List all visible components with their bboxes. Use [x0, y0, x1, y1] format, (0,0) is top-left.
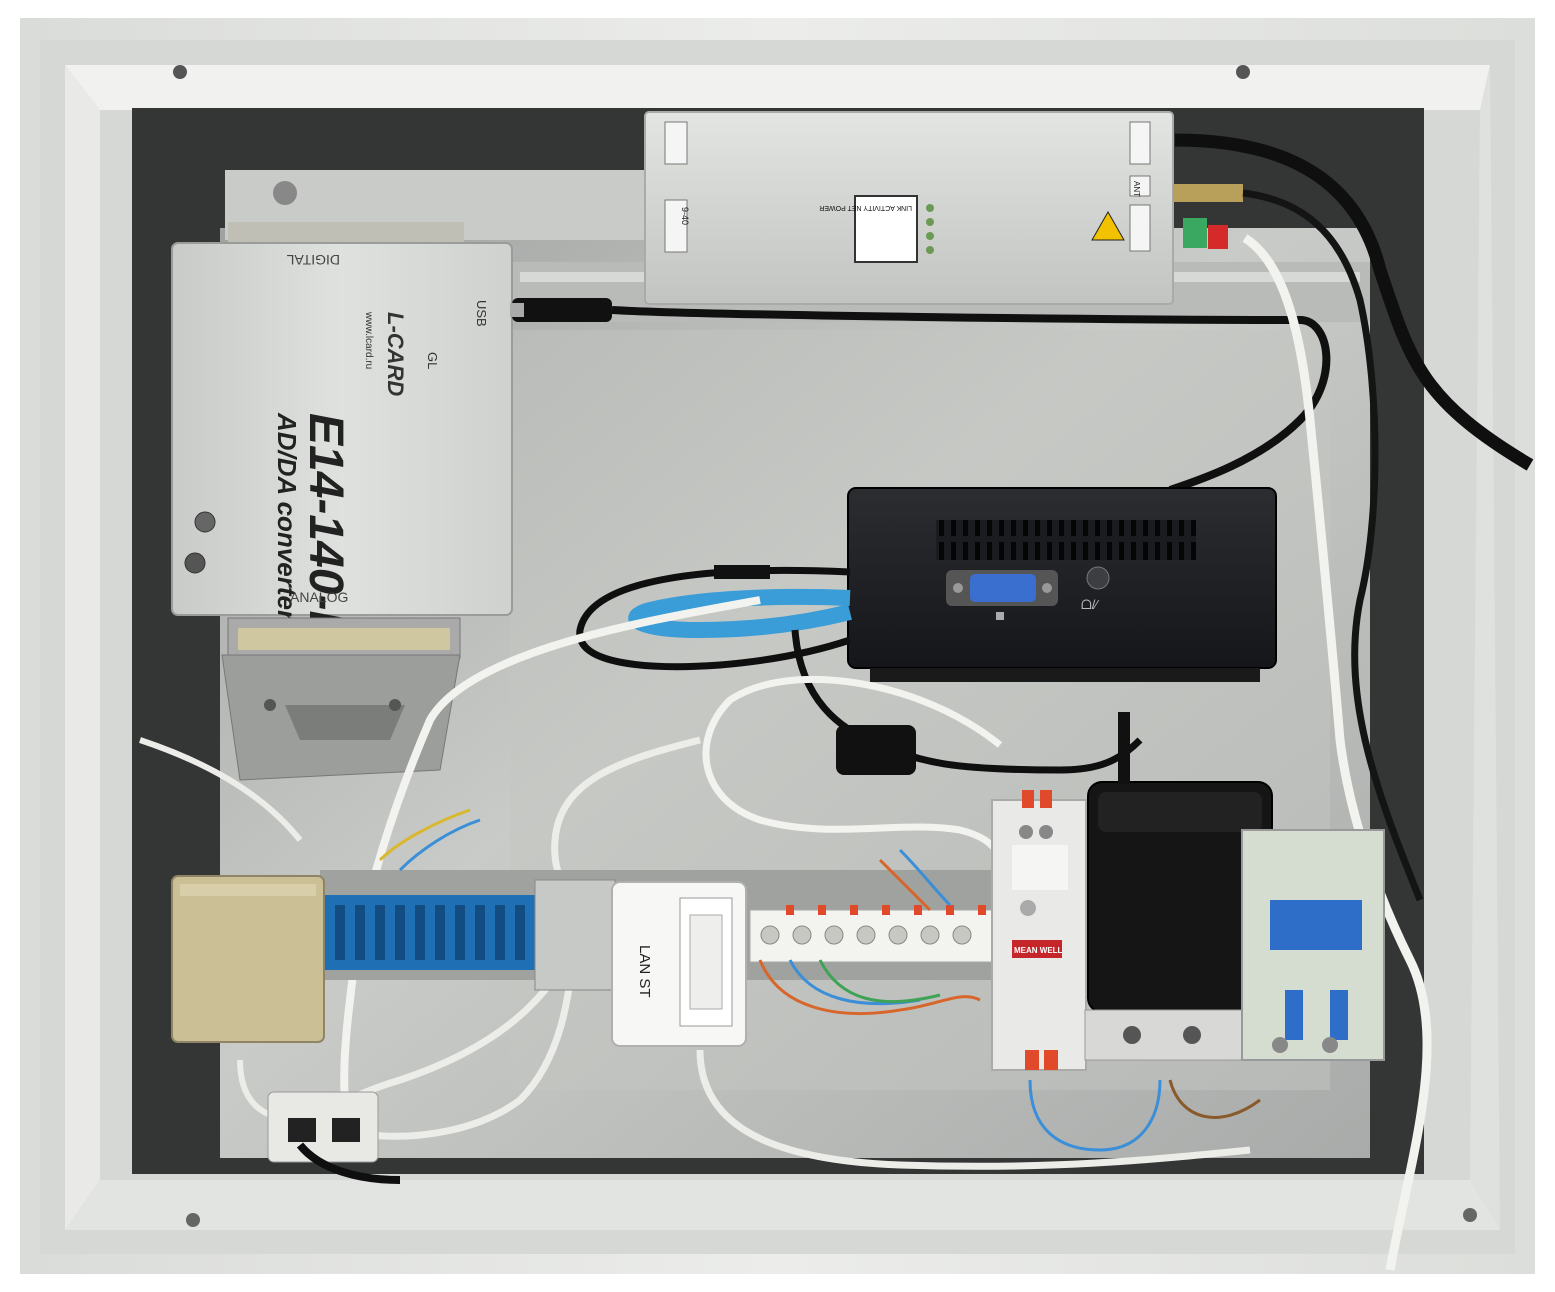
lan-socket: LAN ST	[611, 881, 747, 1047]
adc-digital-label: DIGITAL	[286, 252, 340, 268]
modem-led-activity	[926, 232, 934, 240]
adc-gl-label: GL	[425, 352, 440, 369]
adc-subtitle-label: AD/DA converter	[272, 412, 302, 622]
adc-analog-label: ANALOG	[290, 589, 348, 605]
monitor-icon	[996, 612, 1004, 620]
usb-cable-plug	[512, 298, 612, 322]
circuit-breaker	[1241, 829, 1385, 1061]
blue-terminal-block	[325, 879, 616, 991]
white-cable-right	[1242, 234, 1432, 1271]
rj-splitter	[267, 1091, 401, 1184]
din-power-supply: MEAN WELL	[991, 790, 1087, 1071]
modem-led-link	[926, 246, 934, 254]
modem-status-text: LINK ACTIVITY NET POWER	[819, 204, 912, 211]
white-cable-left	[340, 596, 761, 1141]
audio-jack	[1086, 566, 1110, 590]
ac-power-adapter	[1084, 712, 1273, 1061]
modem-led-power	[926, 204, 934, 212]
screw-terminal-strip	[749, 905, 997, 963]
modem-module: 9-40 LINK ACTIVITY NET POWER ANT	[644, 111, 1243, 305]
ferrite-bead	[836, 725, 916, 775]
adc-converter-module: L-CARD www.lcard.ru GL E14-140-M AD/DA c…	[171, 222, 513, 781]
lan-socket-label: LAN ST	[636, 945, 653, 998]
vga-port	[970, 574, 1036, 602]
mini-pc: ᗝ/⁄	[847, 487, 1277, 682]
adc-usb-label: USB	[474, 300, 489, 327]
power-supply-brand: MEAN WELL	[1014, 946, 1063, 955]
modem-port-label-3: ANT	[1132, 181, 1141, 197]
modem-led-net	[926, 218, 934, 226]
rj-junction-box	[171, 875, 325, 1043]
adc-model-label: E14-140-M	[299, 413, 352, 651]
audio-label: ᗝ/⁄	[1081, 597, 1099, 612]
warning-triangle-icon	[1091, 210, 1125, 241]
adc-website-label: www.lcard.ru	[363, 311, 374, 369]
pc-vent	[936, 520, 1196, 560]
modem-port-label-1: 9-40	[680, 207, 690, 225]
adc-brand-label: L-CARD	[383, 312, 408, 396]
power-cable	[1174, 133, 1534, 471]
black-cable-loop	[576, 566, 852, 671]
power-supply-brand-badge	[1012, 940, 1062, 958]
